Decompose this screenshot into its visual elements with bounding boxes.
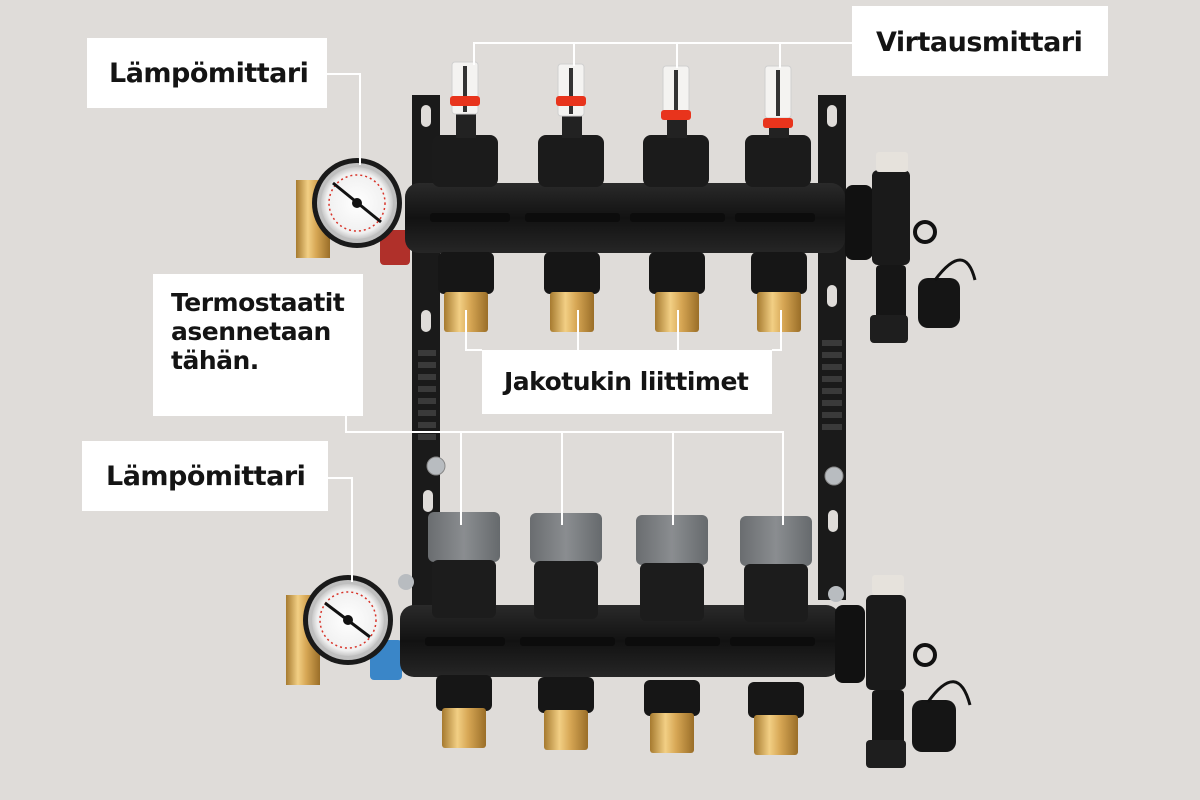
label-text-line-1: Termostaatit [171,288,345,317]
leader-thermometer-top [327,73,361,165]
upper-manifold [296,61,977,343]
label-thermostats: Termostaatit asennetaan tähän. [153,274,363,416]
label-text-line-3: tähän. [171,346,259,375]
label-flow-meter: Virtausmittari [852,6,1108,76]
lower-manifold [286,512,972,768]
leader-thermostats [345,416,784,525]
label-thermometer-top: Lämpömittari [87,38,327,108]
thermometer-gauge-bottom [303,575,393,665]
label-text-line-2: asennetaan [171,317,331,346]
lower-outlets [428,512,812,755]
thermometer-gauge-top [312,158,402,248]
leader-lines [327,42,852,582]
label-text: Virtausmittari [876,27,1083,58]
leader-thermometer-bottom [328,477,353,582]
label-text: Lämpömittari [109,58,309,89]
label-thermometer-bottom: Lämpömittari [82,441,328,511]
mounting-bracket-right [818,95,846,600]
label-text: Jakotukin liittimet [504,367,749,396]
leader-connectors [465,310,482,351]
leader-flow-meters [473,42,852,65]
upper-outlets [432,61,811,332]
label-manifold-connectors: Jakotukin liittimet [482,350,772,414]
label-text: Lämpömittari [106,461,306,492]
